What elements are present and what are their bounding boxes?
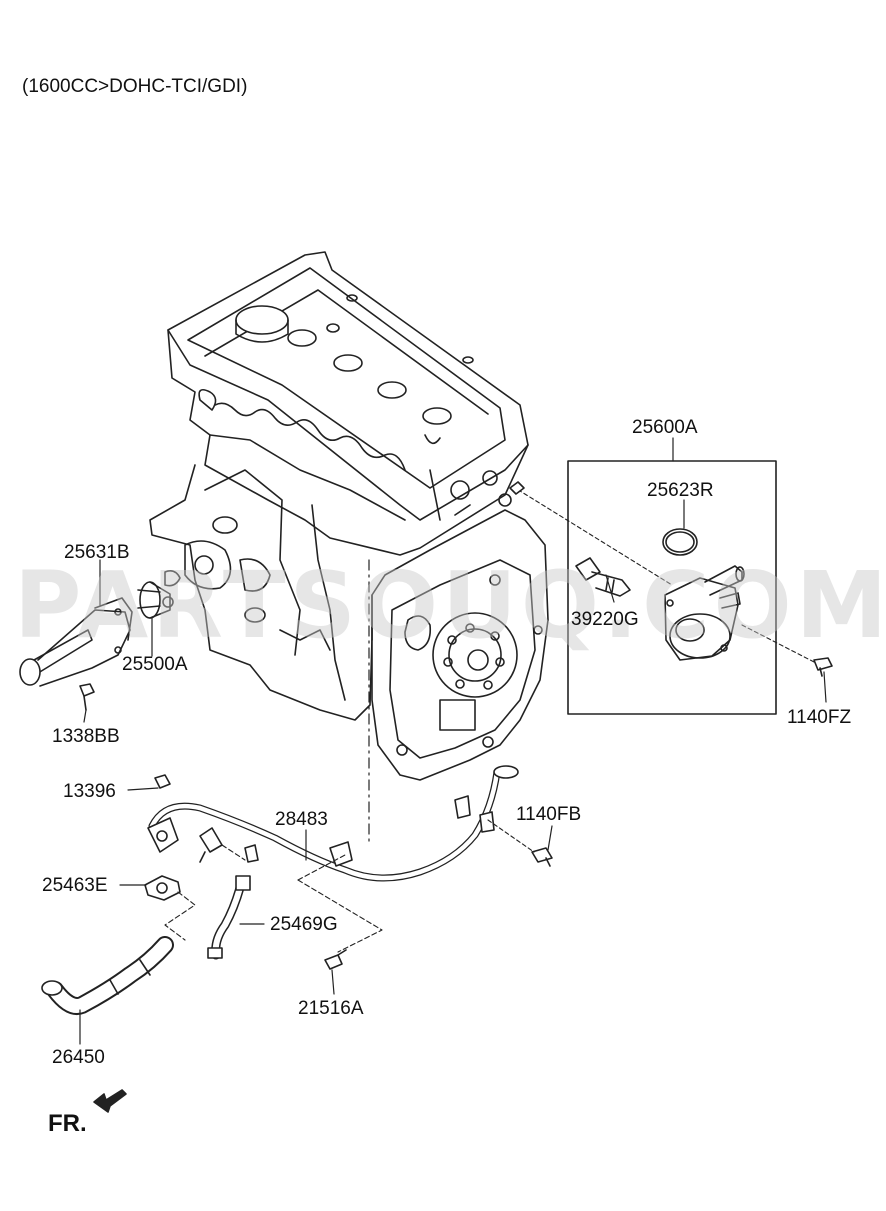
front-direction-label: FR.: [48, 1110, 87, 1137]
part-label-28483[interactable]: 28483: [275, 809, 328, 830]
nut-13396: [154, 774, 171, 789]
bolt-1140fz: [813, 657, 833, 677]
water-outlet-housing: [664, 565, 745, 661]
part-label-25463e[interactable]: 25463E: [42, 875, 108, 896]
part-label-26450[interactable]: 26450: [52, 1047, 105, 1068]
o-ring-25623r: [662, 528, 698, 556]
part-label-25469g[interactable]: 25469G: [270, 914, 338, 935]
gasket-25463e: [144, 875, 181, 901]
front-direction-arrow: [93, 1089, 127, 1113]
part-label-39220g[interactable]: 39220G: [571, 609, 639, 630]
part-label-13396[interactable]: 13396: [63, 781, 116, 802]
kit-box-25600a: [567, 460, 777, 715]
thermostat-outlet-25631b: [19, 597, 133, 687]
bolt-21516a: [324, 949, 347, 970]
thermostat-25500a: [137, 581, 174, 619]
engine-spec-title: (1600CC>DOHC-TCI/GDI): [22, 76, 248, 97]
part-label-25500a[interactable]: 25500A: [122, 654, 188, 675]
bolt-1140fb: [531, 847, 553, 867]
part-label-1140fb[interactable]: 1140FB: [516, 804, 582, 825]
part-label-25600a[interactable]: 25600A: [632, 417, 698, 438]
heater-pipe-28483: [147, 765, 519, 882]
hose-26450: [41, 936, 174, 1015]
watermark-text: PARTSOUQ.COM: [14, 552, 886, 659]
part-label-1140fz[interactable]: 1140FZ: [787, 707, 852, 728]
part-label-25623r[interactable]: 25623R: [647, 480, 714, 501]
engine-assembly-illustration: [149, 251, 549, 846]
bolt-1338bb: [79, 683, 95, 711]
part-label-1338bb[interactable]: 1338BB: [52, 726, 120, 747]
part-label-21516a[interactable]: 21516A: [298, 998, 364, 1019]
hose-25469g: [207, 875, 251, 960]
part-label-25631b[interactable]: 25631B: [64, 542, 130, 563]
